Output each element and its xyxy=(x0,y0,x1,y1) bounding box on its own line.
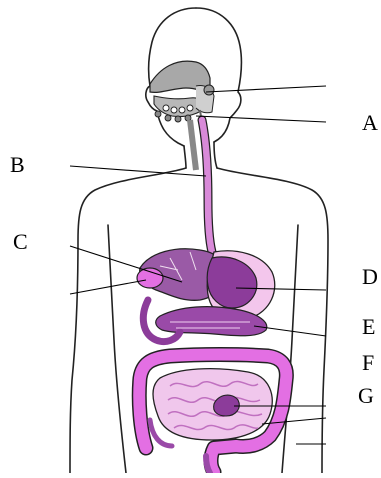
label-b: B xyxy=(10,154,25,176)
small-intestine xyxy=(153,369,272,440)
pointer-line-c-lower xyxy=(70,280,146,294)
label-d: D xyxy=(362,266,378,288)
pointer-line-a-upper xyxy=(206,86,326,92)
label-f: F xyxy=(362,352,374,374)
gallbladder xyxy=(137,268,163,288)
label-e: E xyxy=(362,316,375,338)
label-c: C xyxy=(13,231,28,253)
label-g: G xyxy=(358,385,374,407)
label-a: A xyxy=(362,112,378,134)
pointer-line-a-lower xyxy=(196,116,326,122)
